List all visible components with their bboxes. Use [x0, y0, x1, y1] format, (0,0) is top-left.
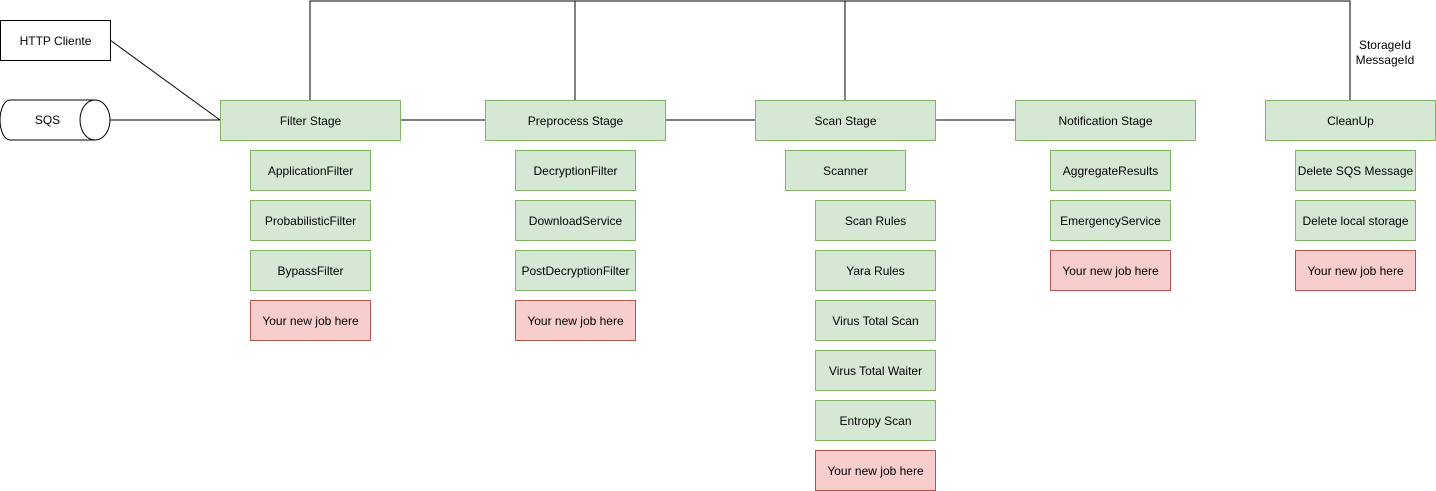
job-virus-total-waiter[interactable]: Virus Total Waiter: [815, 350, 936, 391]
job-bypass-filter[interactable]: BypassFilter: [250, 250, 371, 291]
storage-id-text: StorageId: [1358, 38, 1412, 52]
job-label: EmergencyService: [1060, 213, 1161, 228]
new-job-label: Your new job here: [1062, 263, 1159, 278]
job-virus-total-scan[interactable]: Virus Total Scan: [815, 300, 936, 341]
filter-stage-label: Filter Stage: [279, 113, 342, 128]
job-entropy-scan[interactable]: Entropy Scan: [815, 400, 936, 441]
job-label: Delete SQS Message: [1297, 163, 1414, 178]
new-job-label: Your new job here: [1307, 263, 1404, 278]
scanner-node[interactable]: Scanner: [785, 150, 906, 191]
message-id-text: MessageId: [1355, 53, 1415, 67]
new-job-label: Your new job here: [527, 313, 624, 328]
job-download-service[interactable]: DownloadService: [515, 200, 636, 241]
new-job-placeholder-notification[interactable]: Your new job here: [1050, 250, 1171, 291]
notification-stage-node[interactable]: Notification Stage: [1015, 100, 1196, 141]
job-label: Virus Total Scan: [832, 313, 919, 328]
job-application-filter[interactable]: ApplicationFilter: [250, 150, 371, 191]
job-label: DecryptionFilter: [533, 163, 618, 178]
cleanup-stage-label: CleanUp: [1327, 113, 1374, 128]
job-decryption-filter[interactable]: DecryptionFilter: [515, 150, 636, 191]
job-yara-rules[interactable]: Yara Rules: [815, 250, 936, 291]
preprocess-stage-node[interactable]: Preprocess Stage: [485, 100, 666, 141]
job-label: ProbabilisticFilter: [264, 213, 357, 228]
new-job-placeholder-cleanup[interactable]: Your new job here: [1295, 250, 1416, 291]
job-label: BypassFilter: [277, 263, 344, 278]
job-label: Virus Total Waiter: [828, 363, 923, 378]
scanner-label: Scanner: [823, 163, 868, 178]
job-aggregate-results[interactable]: AggregateResults: [1050, 150, 1171, 191]
job-emergency-service[interactable]: EmergencyService: [1050, 200, 1171, 241]
http-client-label: HTTP Cliente: [19, 33, 92, 48]
new-job-label: Your new job here: [262, 313, 359, 328]
filter-stage-node[interactable]: Filter Stage: [220, 100, 401, 141]
job-label: Yara Rules: [846, 263, 905, 278]
scan-stage-label: Scan Stage: [814, 113, 877, 128]
preprocess-stage-label: Preprocess Stage: [527, 113, 624, 128]
job-label: Delete local storage: [1302, 213, 1409, 228]
storage-bus-line: [309, 0, 1351, 100]
job-label: AggregateResults: [1062, 163, 1159, 178]
job-label: PostDecryptionFilter: [521, 263, 630, 278]
http-client-node[interactable]: HTTP Cliente: [0, 20, 111, 61]
job-label: DownloadService: [528, 213, 623, 228]
job-probabilistic-filter[interactable]: ProbabilisticFilter: [250, 200, 371, 241]
job-delete-sqs-message[interactable]: Delete SQS Message: [1295, 150, 1416, 191]
job-post-decryption-filter[interactable]: PostDecryptionFilter: [515, 250, 636, 291]
sqs-label: SQS: [34, 113, 61, 127]
job-label: Scan Rules: [844, 213, 907, 228]
storage-message-id-label: StorageId MessageId: [1350, 38, 1420, 68]
new-job-label: Your new job here: [827, 463, 924, 478]
job-label: Entropy Scan: [839, 413, 912, 428]
job-delete-local-storage[interactable]: Delete local storage: [1295, 200, 1416, 241]
sqs-cylinder-shape: [0, 99, 111, 141]
notification-stage-label: Notification Stage: [1058, 113, 1153, 128]
scan-stage-node[interactable]: Scan Stage: [755, 100, 936, 141]
new-job-placeholder-filter[interactable]: Your new job here: [250, 300, 371, 341]
job-scan-rules[interactable]: Scan Rules: [815, 200, 936, 241]
new-job-placeholder-preprocess[interactable]: Your new job here: [515, 300, 636, 341]
sqs-node[interactable]: SQS: [0, 100, 95, 140]
job-label: ApplicationFilter: [267, 163, 354, 178]
new-job-placeholder-scan[interactable]: Your new job here: [815, 450, 936, 491]
http-to-filter-edge: [109, 39, 221, 121]
cleanup-stage-node[interactable]: CleanUp: [1265, 100, 1436, 141]
